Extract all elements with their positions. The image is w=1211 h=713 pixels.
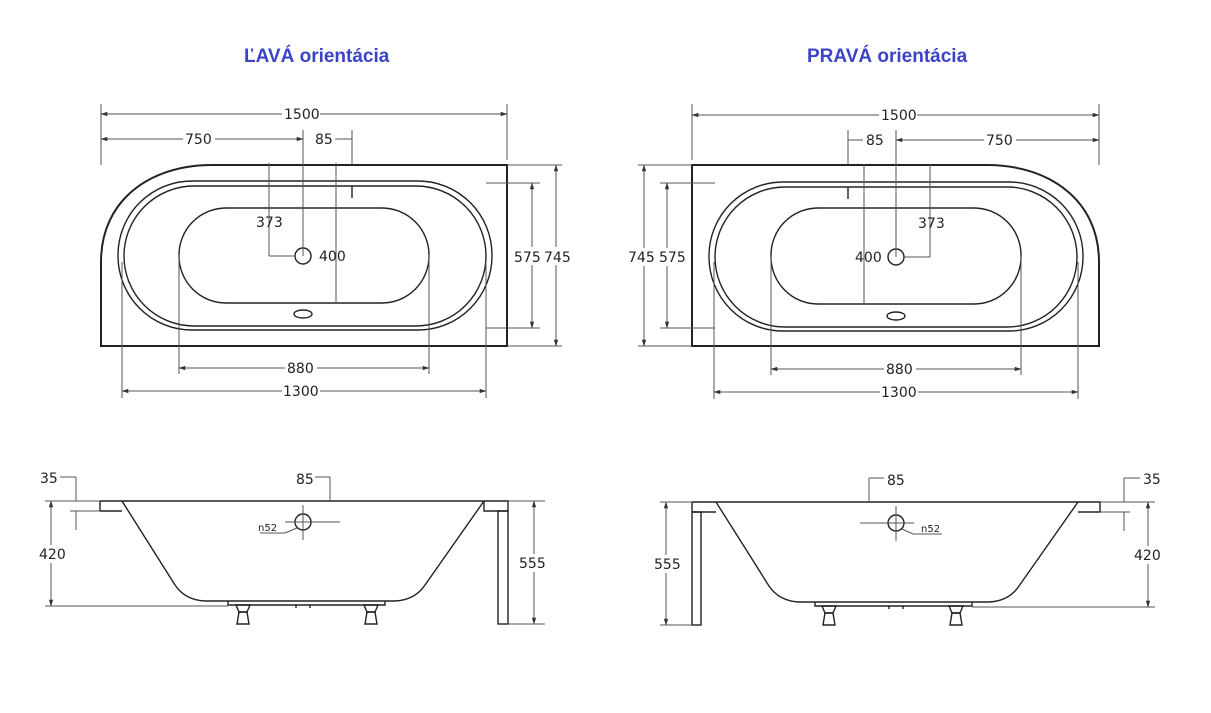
left-orientation-title: ĽAVÁ orientácia — [244, 46, 390, 67]
left-side-view: n52 35 420 85 555 — [38, 471, 547, 625]
dim-400-right: 400 — [855, 250, 882, 266]
dim-750-left: 750 — [185, 132, 212, 148]
dim-1300-right: 1300 — [881, 385, 917, 401]
overflow-label-left: n52 — [258, 523, 277, 534]
dim-400-left: 400 — [319, 249, 346, 265]
dim-373-left: 373 — [256, 215, 283, 231]
dim-420-left: 420 — [39, 547, 66, 563]
dim-575-left: 575 — [514, 250, 541, 266]
dim-745-left: 745 — [544, 250, 571, 266]
dim-420-right: 420 — [1134, 548, 1161, 564]
right-side-view: n52 85 35 420 555 — [652, 472, 1163, 626]
dim-880-right: 880 — [886, 362, 913, 378]
dim-1300-left: 1300 — [283, 384, 319, 400]
right-top-view: 1500 85 750 373 400 745 575 88 — [627, 104, 1100, 401]
dim-35-right: 35 — [1143, 472, 1161, 488]
left-top-view: 1500 750 85 373 400 575 745 88 — [100, 104, 573, 400]
dim-555-left: 555 — [519, 556, 546, 572]
dim-750-right: 750 — [986, 133, 1013, 149]
dim-745-right: 745 — [628, 250, 655, 266]
dim-85-right: 85 — [866, 133, 884, 149]
dim-85-left: 85 — [315, 132, 333, 148]
overflow-label-right: n52 — [921, 524, 940, 535]
right-orientation-title: PRAVÁ orientácia — [807, 46, 968, 67]
dim-373-right: 373 — [918, 216, 945, 232]
dim-85-side-left: 85 — [296, 472, 314, 488]
dim-35-left: 35 — [40, 471, 58, 487]
dim-880-left: 880 — [287, 361, 314, 377]
dim-1500-right: 1500 — [881, 108, 917, 124]
dim-1500-left: 1500 — [284, 107, 320, 123]
dim-555-right: 555 — [654, 557, 681, 573]
dim-575-right: 575 — [659, 250, 686, 266]
dim-85-side-right: 85 — [887, 473, 905, 489]
